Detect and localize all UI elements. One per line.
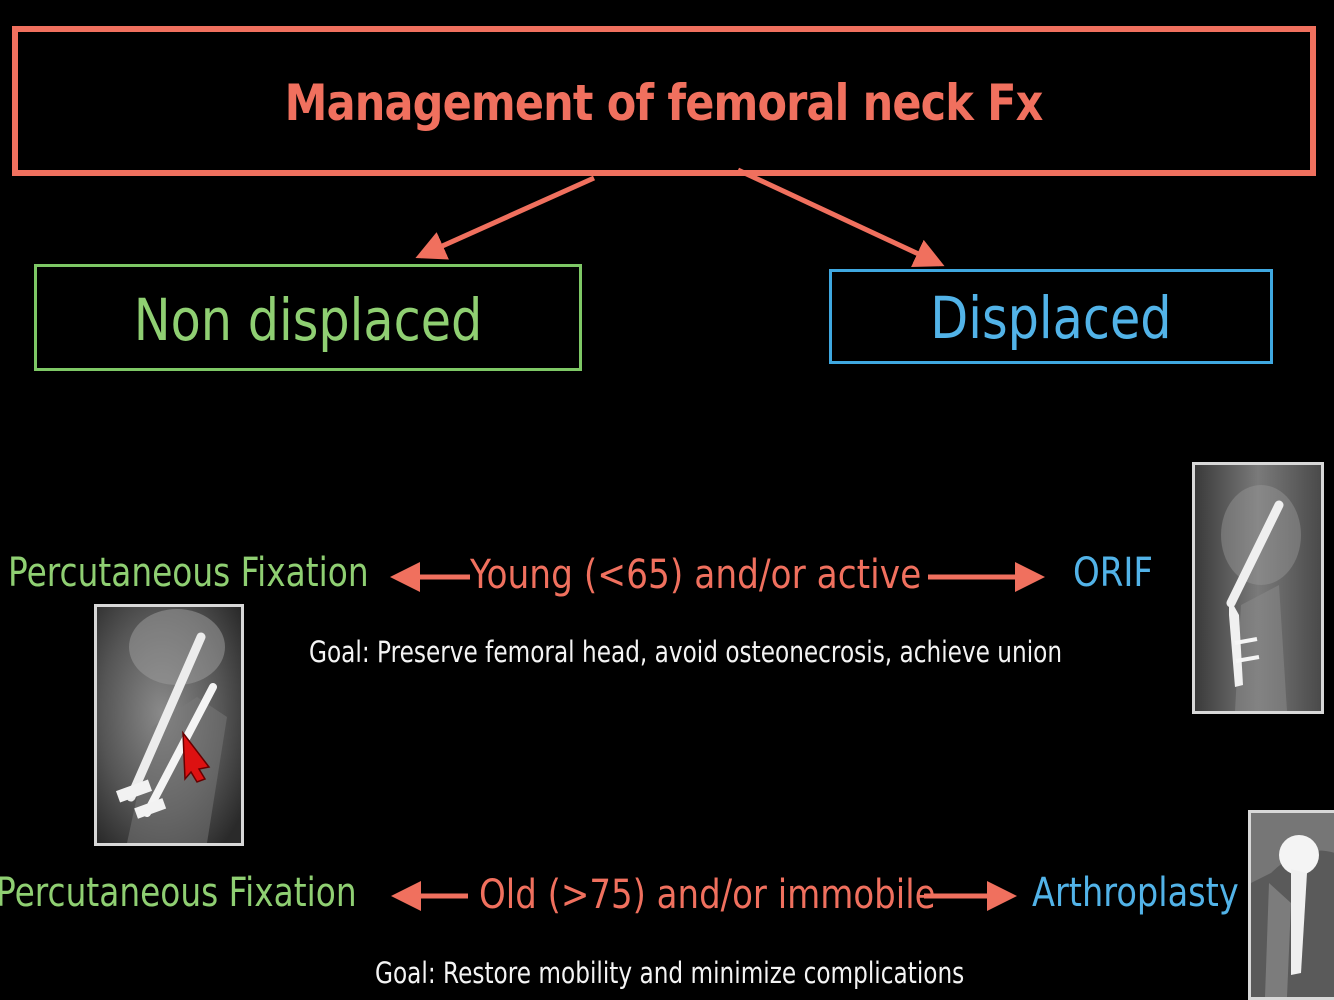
row1-goal: Goal: Preserve femoral head, avoid osteo… — [309, 635, 1063, 669]
non-displaced-label: Non displaced — [133, 285, 483, 354]
displaced-box: Displaced — [829, 269, 1273, 364]
displaced-label: Displaced — [930, 283, 1172, 352]
row1-treatment-right: ORIF — [1073, 550, 1153, 596]
row2-treatment-right: Arthroplasty — [1032, 870, 1239, 916]
row2-treatment-left: Percutaneous Fixation — [0, 870, 357, 916]
xray-arthroplasty-image — [1248, 810, 1334, 1000]
xray-orif-plate-image — [1192, 462, 1324, 714]
xray-percutaneous-screws-image — [94, 604, 244, 846]
title-box: Management of femoral neck Fx — [12, 26, 1316, 176]
row2-goal: Goal: Restore mobility and minimize comp… — [375, 956, 965, 990]
row1-treatment-left: Percutaneous Fixation — [8, 550, 369, 596]
arrow-to-displaced — [736, 167, 945, 268]
diagram-title: Management of femoral neck Fx — [285, 74, 1044, 132]
non-displaced-box: Non displaced — [34, 264, 582, 371]
arrow-to-non-displaced — [415, 175, 596, 260]
row1-criteria: Young (<65) and/or active — [470, 552, 922, 598]
row2-criteria: Old (>75) and/or immobile — [479, 872, 936, 918]
